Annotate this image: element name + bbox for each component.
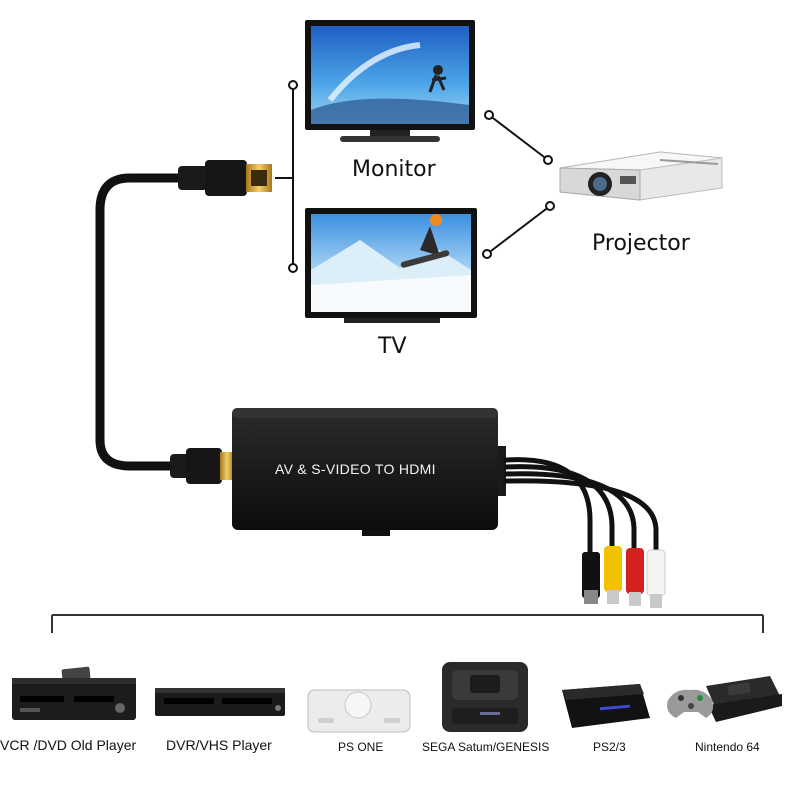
- projector-connectors: [482, 110, 555, 259]
- source-label-sega: SEGA Satum/GENESIS: [422, 740, 550, 754]
- rca-white-plug-icon: [646, 549, 666, 608]
- source-label-vcr-dvd: VCR /DVD Old Player: [0, 737, 137, 753]
- hdmi-cable: [95, 160, 272, 484]
- rca-yellow-plug-icon: [604, 546, 622, 604]
- ps-one-console-icon: [307, 689, 411, 733]
- source-label-dvr-vhs: DVR/VHS Player: [166, 737, 272, 753]
- rca-cables: [503, 457, 659, 563]
- output-bracket: [275, 80, 298, 273]
- nintendo-64-controller-icon: [667, 689, 714, 718]
- projector-label: Projector: [592, 231, 690, 256]
- hdmi-plug-top-icon: [178, 160, 272, 196]
- svideo-plug-icon: [582, 552, 600, 604]
- dvr-vhs-player-icon: [155, 688, 285, 716]
- vcr-dvd-player-icon: [12, 666, 136, 720]
- projector-icon: [559, 151, 723, 201]
- tv-label: TV: [378, 334, 407, 359]
- ps2-console-icon: [562, 684, 650, 728]
- sega-saturn-console-icon: [442, 662, 528, 732]
- hdmi-plug-bottom-icon: [170, 448, 234, 484]
- source-label-n64: Nintendo 64: [695, 740, 760, 754]
- source-label-ps-one: PS ONE: [338, 740, 384, 754]
- converter-box-icon: [232, 408, 506, 536]
- tv-icon: [305, 208, 477, 323]
- converter-label: AV & S-VIDEO TO HDMI: [275, 461, 436, 477]
- source-bracket: [51, 614, 764, 633]
- rca-red-plug-icon: [626, 548, 644, 606]
- nintendo-64-console-icon: [706, 676, 782, 722]
- source-label-ps2: PS2/3: [593, 740, 626, 754]
- monitor-icon: [305, 20, 475, 142]
- monitor-label: Monitor: [352, 157, 436, 182]
